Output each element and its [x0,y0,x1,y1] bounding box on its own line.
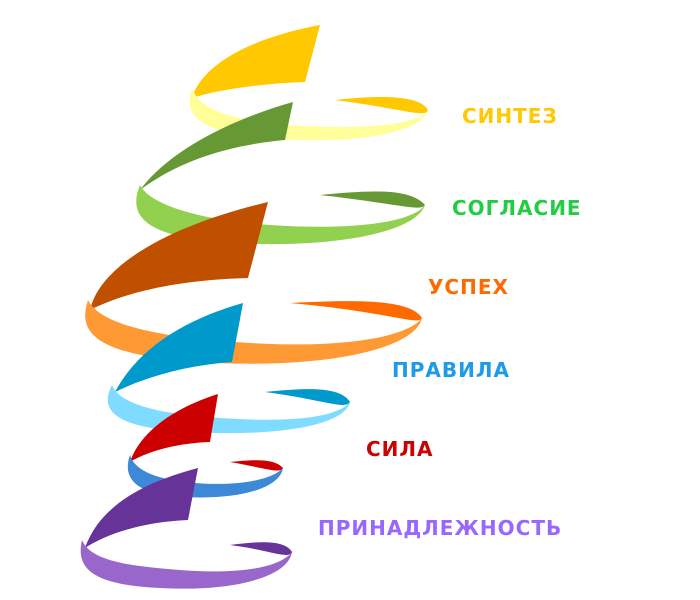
level-label-belonging: ПРИНАДЛЕЖНОСТЬ [318,516,563,540]
ribbon-level-1 [189,25,428,141]
level-label-power: СИЛА [366,437,434,461]
level-label-agreement: СОГЛАСИЕ [452,196,582,220]
level-label-success: УСПЕХ [428,275,509,299]
ribbon-level-6 [80,468,293,589]
ribbon-level-2 [136,102,425,245]
ribbon-level-4 [107,303,350,434]
level-label-rules: ПРАВИЛА [392,358,510,382]
level-label-synthesis: СИНТЕЗ [462,104,558,128]
